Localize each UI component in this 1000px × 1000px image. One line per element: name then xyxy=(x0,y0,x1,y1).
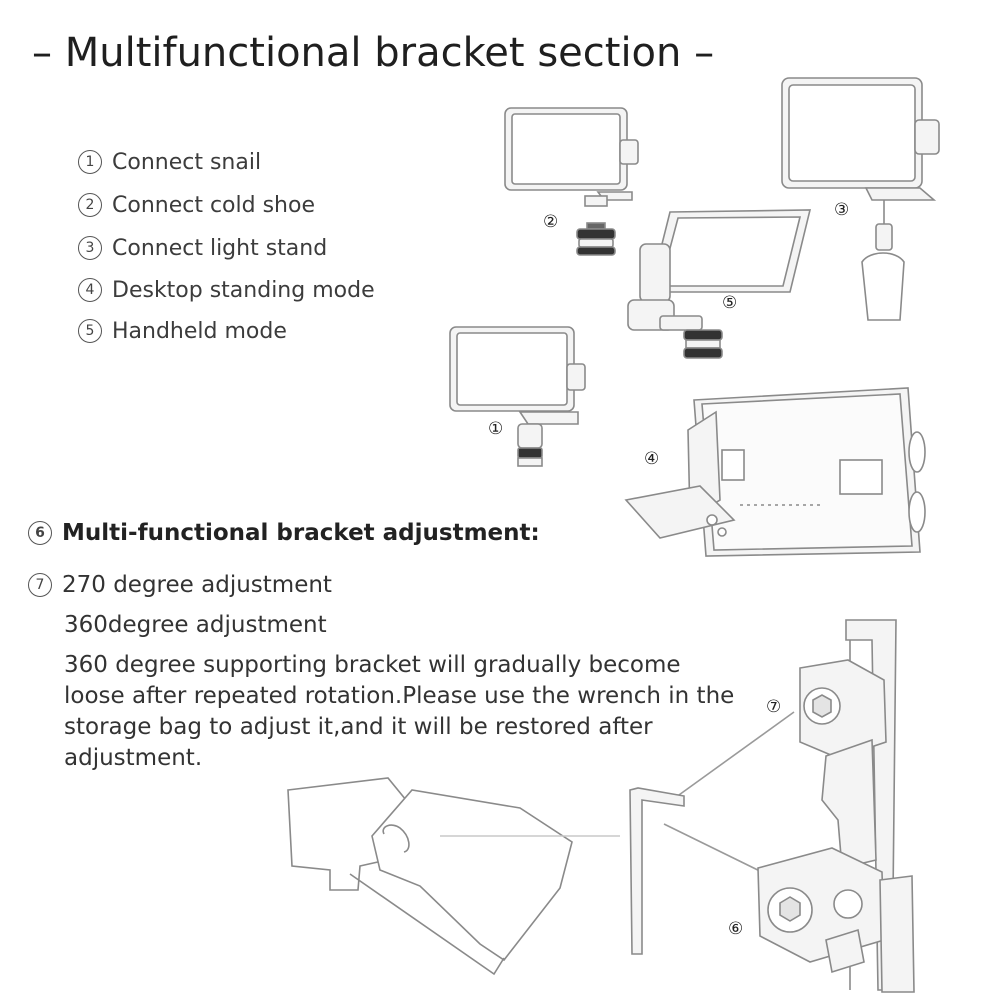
bracket-detail-illustration xyxy=(287,619,915,993)
page-title: – Multifunctional bracket section – xyxy=(32,30,715,76)
number-badge: 3 xyxy=(78,236,102,260)
light-with-stand-illustration xyxy=(781,77,940,321)
number-badge: 5 xyxy=(78,319,102,343)
feature-item-connect-light-stand: 3 Connect light stand xyxy=(78,236,327,261)
figure-label: ⑥ xyxy=(728,919,743,939)
figure-label: ③ xyxy=(834,200,849,220)
figure-label: ② xyxy=(543,212,558,232)
number-badge: 2 xyxy=(78,193,102,217)
section-heading-270-adjustment: 7 270 degree adjustment xyxy=(28,572,332,598)
feature-item-handheld: 5 Handheld mode xyxy=(78,319,287,344)
adjustment-note: 360 degree supporting bracket will gradu… xyxy=(64,652,735,771)
number-badge: 7 xyxy=(28,573,52,597)
section-heading-label: 270 degree adjustment xyxy=(62,572,332,598)
feature-label: Connect light stand xyxy=(112,236,328,261)
light-handheld-illustration xyxy=(627,209,812,359)
figure-label: ⑦ xyxy=(766,697,781,717)
light-with-snail-illustration xyxy=(449,326,586,467)
sub-heading-360-adjustment: 360degree adjustment xyxy=(64,612,327,638)
number-badge: 6 xyxy=(28,521,52,545)
feature-item-desktop-standing: 4 Desktop standing mode xyxy=(78,278,375,303)
feature-label: Handheld mode xyxy=(112,319,287,344)
feature-item-connect-cold-shoe: 2 Connect cold shoe xyxy=(78,193,315,218)
number-badge: 1 xyxy=(78,150,102,174)
number-badge: 4 xyxy=(78,278,102,302)
figure-label: ① xyxy=(488,419,503,439)
figure-label: ⑤ xyxy=(722,293,737,313)
section-heading-label: Multi-functional bracket adjustment: xyxy=(62,520,540,546)
section-heading-bracket-adjustment: 6 Multi-functional bracket adjustment: xyxy=(28,520,540,546)
light-desktop-stand-illustration xyxy=(624,387,926,557)
feature-item-connect-snail: 1 Connect snail xyxy=(78,150,261,175)
light-with-cold-shoe-illustration xyxy=(504,107,639,256)
feature-label: Desktop standing mode xyxy=(112,278,375,303)
figure-label: ④ xyxy=(644,449,659,469)
feature-label: Connect cold shoe xyxy=(112,193,315,218)
feature-label: Connect snail xyxy=(112,150,262,175)
